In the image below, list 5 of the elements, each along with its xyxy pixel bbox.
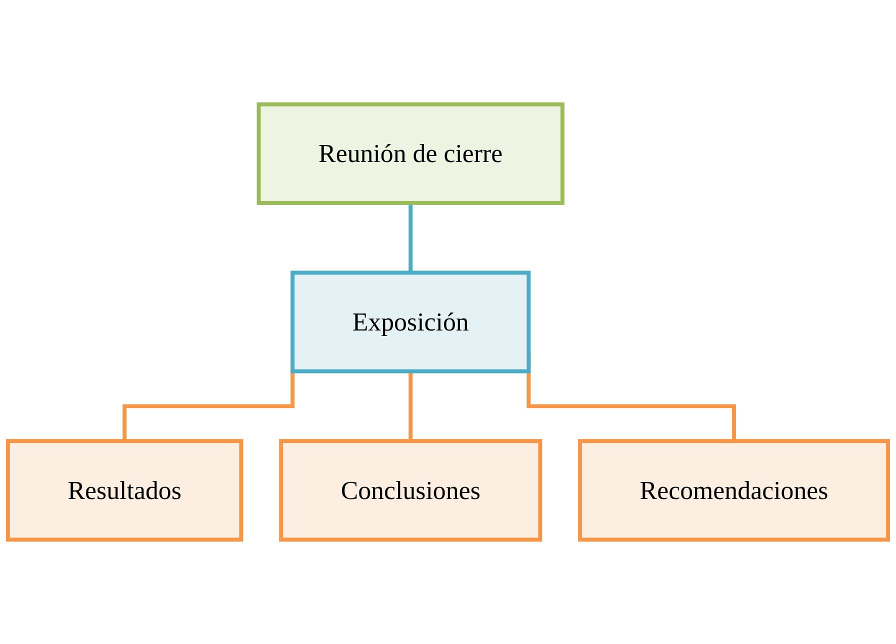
- node-box: Reunión de cierre: [256, 102, 564, 205]
- node-box: Resultados: [6, 439, 244, 542]
- node-box: Exposición: [290, 270, 531, 374]
- node-box: Conclusiones: [279, 439, 542, 542]
- node-box: Recomendaciones: [578, 439, 890, 542]
